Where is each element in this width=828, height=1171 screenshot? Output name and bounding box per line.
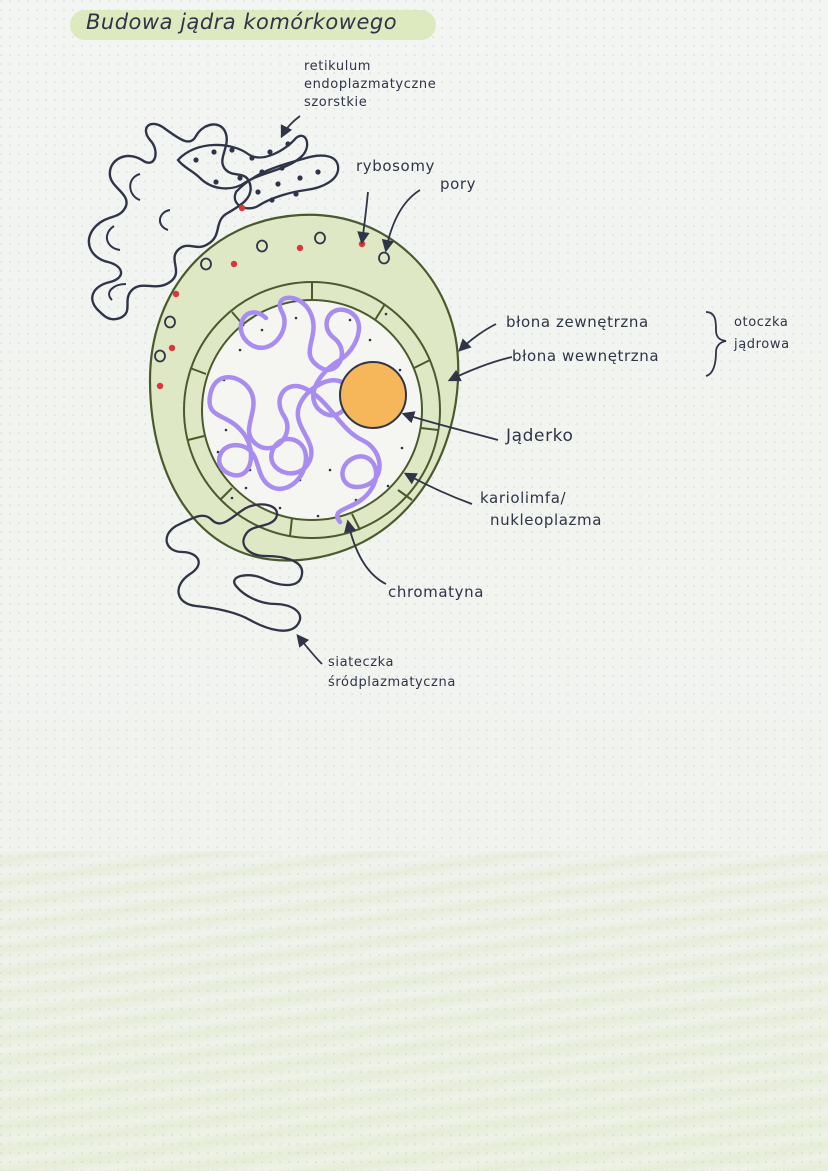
- label-siateczka-line2: śródplazmatyczna: [328, 675, 456, 690]
- envelope-segments: [187, 282, 439, 537]
- arrow-jaderko: [401, 411, 499, 441]
- pores: [154, 231, 390, 363]
- label-blona-zewnetrzna: błona zewnętrzna: [506, 313, 649, 331]
- nucleolus: [339, 361, 407, 429]
- label-chromatyna: chromatyna: [388, 583, 485, 601]
- label-pory: pory: [440, 175, 477, 193]
- label-jaderko: Jąderko: [506, 426, 574, 446]
- leader-lines: [280, 115, 513, 665]
- label-rybosomy: rybosomy: [356, 157, 436, 175]
- label-rer-line2: endoplazmatyczne: [304, 77, 437, 92]
- arrow-rer: [280, 115, 301, 139]
- arrow-blona-zewn: [458, 323, 497, 352]
- er-lower-left: [165, 503, 304, 632]
- label-kariolimfa-line1: kariolimfa/: [480, 489, 567, 507]
- arrow-siateczka: [296, 634, 323, 665]
- arrow-blona-wewn: [447, 356, 513, 382]
- arrow-chromatyna: [344, 519, 387, 585]
- title-highlight: [70, 10, 436, 40]
- label-siateczka-line1: siateczka: [328, 655, 395, 670]
- otoczka-brace: [705, 311, 727, 377]
- page-title: Budowa jądra komórkowego: [86, 10, 398, 34]
- chromatin: [207, 295, 382, 525]
- label-blona-wewnetrzna: błona wewnętrzna: [512, 347, 660, 365]
- rer-ribosomes: [193, 141, 321, 203]
- er-upper-left: [87, 122, 252, 321]
- rer-tube-1: [176, 134, 309, 190]
- label-otoczka-line2: jądrowa: [734, 337, 790, 352]
- label-kariolimfa-line2: nukleoplazma: [490, 511, 603, 529]
- er-upper-left-inner: [105, 173, 171, 301]
- arrow-pory: [381, 189, 421, 253]
- arrow-kariolimfa: [403, 472, 473, 505]
- rer-tube-2: [233, 154, 340, 210]
- label-rer-line1: retikulum: [304, 59, 372, 74]
- label-otoczka-line1: otoczka: [734, 315, 789, 330]
- label-rer-line3: szorstkie: [304, 95, 368, 110]
- arrow-rybosomy: [357, 191, 370, 245]
